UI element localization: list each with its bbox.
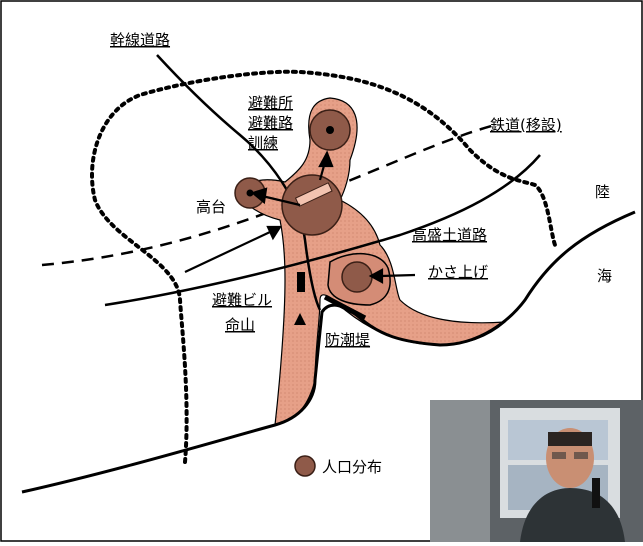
central-circle: [281, 174, 343, 236]
label-raising: かさ上げ: [428, 263, 488, 281]
label-evac-site: 避難所: [248, 94, 293, 112]
label-life-hill: 命山: [225, 316, 255, 334]
town-boundary-dotted: [90, 69, 557, 464]
evac-arrows: [184, 150, 416, 284]
speaker-photo: [430, 400, 643, 542]
life-hill-icon: [294, 313, 306, 325]
label-evac-route: 避難路: [248, 114, 293, 132]
label-population: 人口分布: [322, 458, 382, 476]
seawall-bar: [323, 294, 367, 321]
label-railway: 鉄道(移設): [490, 116, 562, 134]
embankment-road: [104, 154, 541, 307]
label-land: 陸: [595, 183, 610, 201]
label-highland: 高台: [196, 198, 226, 216]
label-drill: 訓練: [248, 134, 278, 152]
label-evac-building: 避難ビル: [212, 291, 272, 309]
evac-building-icon: [297, 272, 305, 292]
population-legend-icon: [294, 455, 316, 477]
speaker-photo-icon: [430, 400, 643, 542]
evac-site-dot: [326, 126, 334, 134]
trunk-road: [156, 54, 322, 311]
central-building: [294, 182, 333, 207]
label-embankment-road: 高盛土道路: [412, 226, 487, 244]
highland-dot: [246, 189, 254, 197]
label-seawall: 防潮堤: [325, 331, 370, 349]
raising-circle: [341, 261, 373, 293]
label-sea: 海: [597, 267, 612, 285]
label-trunk-road: 幹線道路: [110, 31, 170, 49]
